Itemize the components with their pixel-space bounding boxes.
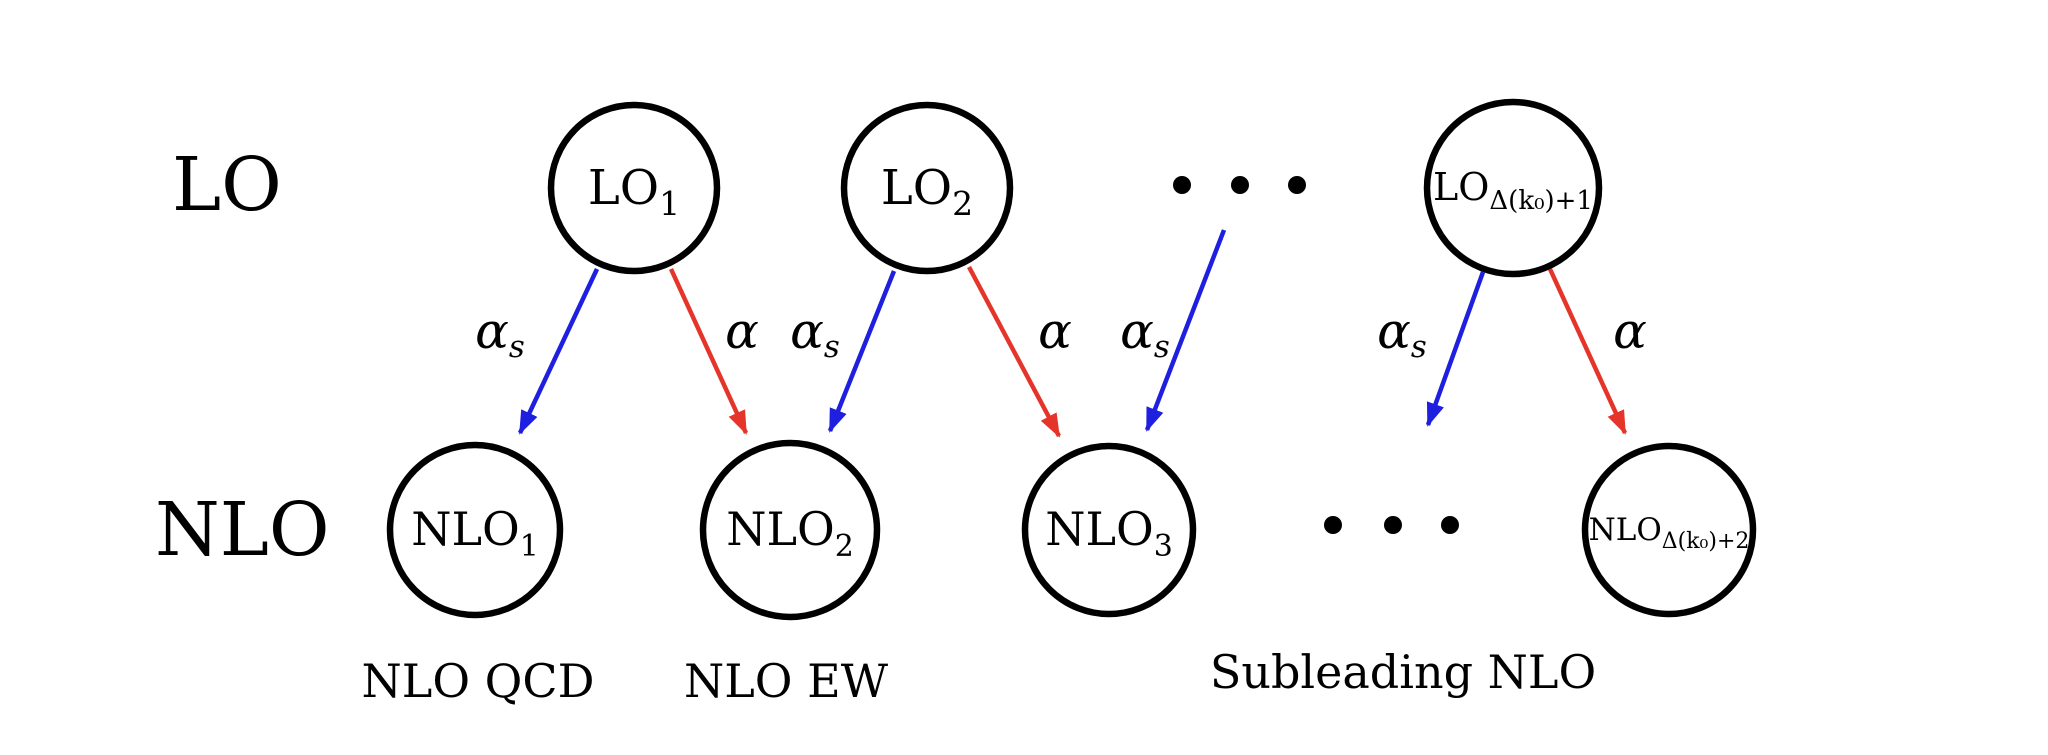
arrow-lo1-to-nlo2	[668, 268, 749, 435]
node-nlo1-label: NLO1	[411, 502, 539, 564]
arrow-lo2-to-nlo3	[967, 265, 1061, 438]
ellipsis-dot	[1288, 176, 1306, 194]
row-label-lo: LO	[172, 142, 282, 228]
node-lo1-circle	[547, 101, 721, 275]
node-label-base: LO	[588, 160, 659, 216]
caption-nlo-qcd: NLO QCD	[362, 654, 595, 708]
caption-layer: NLO QCD NLO EW Subleading NLO	[362, 645, 1597, 708]
coupling-label-alpha-1: α	[725, 302, 759, 360]
coupling-label-alphas-3: αs	[1120, 302, 1170, 365]
node-nlo2-circle	[699, 439, 881, 621]
alpha-glyph: α	[1120, 302, 1154, 360]
node-label-subscript: Δ(k₀)+2	[1662, 529, 1750, 554]
node-label-base: NLO	[726, 502, 835, 556]
node-label-base: NLO	[1589, 512, 1662, 548]
coupling-label-alphas-4: αs	[1377, 302, 1427, 365]
arrow-dots-to-nlo3	[1144, 229, 1227, 432]
node-nlo1-circle	[386, 441, 564, 619]
node-nlo2-label: NLO2	[726, 502, 854, 564]
ellipsis-dot	[1231, 176, 1249, 194]
node-label-base: NLO	[1045, 502, 1154, 556]
caption-nlo-ew: NLO EW	[684, 654, 889, 708]
node-nlo-last: NLOΔ(k₀)+2	[1581, 442, 1757, 618]
alpha-glyph: α	[1613, 302, 1647, 360]
node-lo-last-label: LOΔ(k₀)+1	[1433, 165, 1593, 216]
node-lo1-label: LO1	[588, 160, 680, 223]
node-nlo3: NLO3	[1021, 442, 1197, 618]
ellipsis-bottom	[1324, 516, 1459, 534]
node-lo2: LO2	[840, 101, 1014, 275]
node-label-subscript: 1	[659, 184, 680, 223]
coupling-label-alpha-3: α	[1613, 302, 1647, 360]
caption-subleading-nlo: Subleading NLO	[1210, 645, 1596, 699]
row-label-nlo: NLO	[155, 487, 330, 573]
node-label-base: LO	[881, 160, 952, 216]
coupling-label-alpha-2: α	[1038, 302, 1072, 360]
ellipsis-dot	[1384, 516, 1402, 534]
node-nlo2: NLO2	[699, 439, 881, 621]
arrow-lo1-to-nlo1	[517, 268, 600, 435]
node-lo1: LO1	[547, 101, 721, 275]
node-label-subscript: 2	[952, 184, 973, 223]
alpha-subscript: s	[509, 329, 525, 365]
ellipsis-dot	[1324, 516, 1342, 534]
coupling-label-alphas-2: αs	[790, 302, 840, 365]
node-label-base: NLO	[411, 502, 520, 556]
alpha-glyph: α	[1038, 302, 1072, 360]
node-lo2-circle	[840, 101, 1014, 275]
node-nlo1: NLO1	[386, 441, 564, 619]
node-label-subscript: 2	[835, 529, 854, 564]
alpha-glyph: α	[790, 302, 824, 360]
node-label-subscript: Δ(k₀)+1	[1489, 186, 1593, 216]
ellipsis-top	[1173, 176, 1306, 194]
alpha-glyph: α	[1377, 302, 1411, 360]
ellipsis-dot	[1441, 516, 1459, 534]
coupling-label-alphas-1: αs	[475, 302, 525, 365]
alpha-subscript: s	[1154, 329, 1170, 365]
node-label-subscript: 1	[520, 529, 539, 564]
node-nlo-last-label: NLOΔ(k₀)+2	[1589, 512, 1750, 554]
arrow-lo2-to-nlo2	[827, 270, 897, 433]
arrow-layer	[517, 229, 1628, 438]
ellipsis-dot	[1173, 176, 1191, 194]
node-lo-last: LOΔ(k₀)+1	[1423, 98, 1603, 278]
coupling-label-layer: αs α αs α αs αs α	[475, 302, 1647, 365]
arrow-lolast-to-dots	[1425, 271, 1486, 427]
node-nlo3-label: NLO3	[1045, 502, 1173, 564]
node-label-subscript: 3	[1154, 529, 1173, 564]
node-lo-last-circle	[1423, 98, 1603, 278]
node-label-base: LO	[1433, 165, 1489, 209]
alpha-subscript: s	[824, 329, 840, 365]
node-lo2-label: LO2	[881, 160, 973, 223]
alpha-subscript: s	[1411, 329, 1427, 365]
arrow-lolast-to-nlolast	[1547, 268, 1628, 435]
node-nlo3-circle	[1021, 442, 1197, 618]
alpha-glyph: α	[475, 302, 509, 360]
alpha-glyph: α	[725, 302, 759, 360]
node-nlo-last-circle	[1581, 442, 1757, 618]
